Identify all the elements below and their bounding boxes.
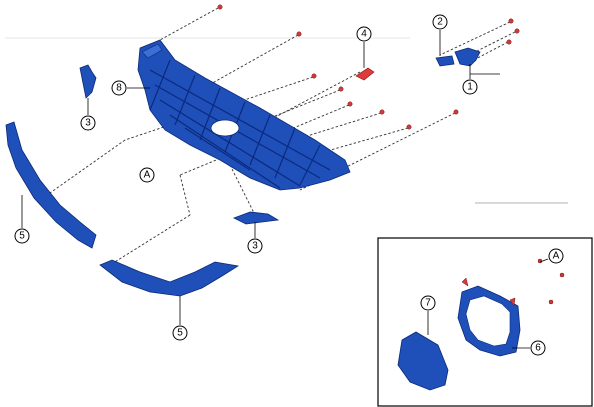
front-grille-part <box>137 39 351 191</box>
callout-6-label: 6 <box>535 343 541 354</box>
bracket-part-right <box>435 47 481 67</box>
callout-1: 1 <box>462 64 500 95</box>
emblem-part <box>355 67 375 81</box>
callout-2: 2 <box>432 14 448 56</box>
callout-A-inset-label: A <box>553 251 560 262</box>
upper-side-molding <box>5 121 97 249</box>
callout-4: 4 <box>356 26 372 68</box>
callout-5-lower-label: 5 <box>177 328 183 339</box>
callout-4-label: 4 <box>361 29 367 40</box>
lower-molding <box>99 259 240 297</box>
callout-2-label: 2 <box>437 17 443 28</box>
fastener-clips <box>217 4 520 130</box>
callout-6: 6 <box>512 340 546 356</box>
callout-A-main-label: A <box>144 170 151 181</box>
callout-A-inset: A <box>539 248 564 264</box>
callout-3-left: 3 <box>80 98 96 131</box>
callout-8: 8 <box>111 80 150 96</box>
callout-5-upper: 5 <box>14 195 30 244</box>
callout-8-label: 8 <box>116 83 122 94</box>
callout-1-label: 1 <box>467 82 473 93</box>
callout-7-label: 7 <box>425 298 431 309</box>
callout-A-main: A <box>139 167 155 183</box>
bracket-part-left <box>79 64 97 99</box>
callout-3-lower: 3 <box>247 222 263 254</box>
bracket-part-lower <box>233 211 280 225</box>
callout-7: 7 <box>420 295 436 335</box>
emblem-cap-part <box>397 331 449 391</box>
detail-inset: A 7 6 <box>377 237 593 407</box>
bezel-ring-part <box>457 285 521 357</box>
callout-5-upper-label: 5 <box>19 231 25 242</box>
callout-5-lower: 5 <box>172 296 188 341</box>
callout-3-left-label: 3 <box>85 118 91 129</box>
callout-3-lower-label: 3 <box>252 241 258 252</box>
